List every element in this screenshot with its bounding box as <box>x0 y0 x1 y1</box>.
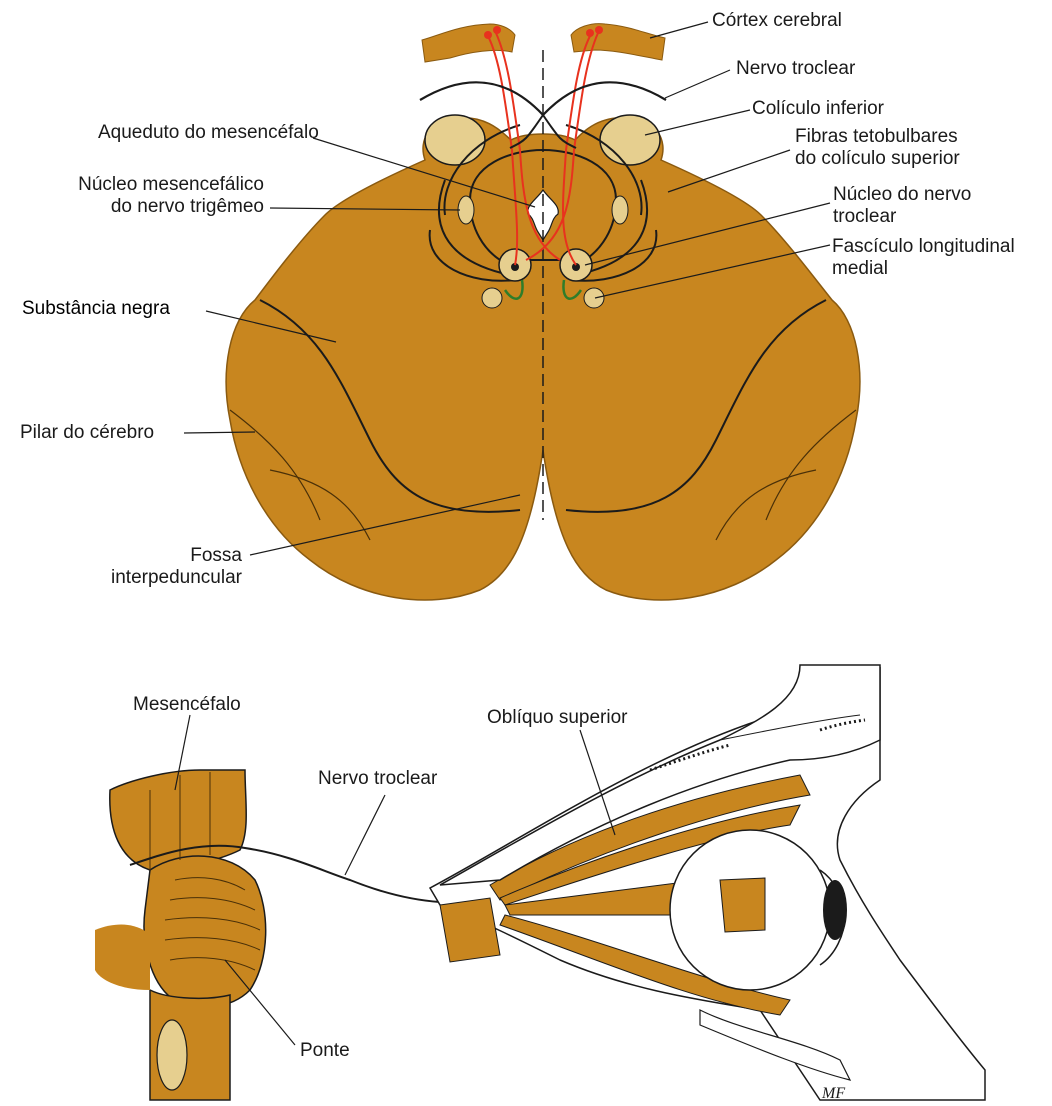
label-mesencefalo: Mesencéfalo <box>133 694 241 716</box>
coliculo-inferior-left <box>425 115 485 165</box>
cornea-iris <box>823 880 847 940</box>
label-coliculo-inferior: Colículo inferior <box>752 98 884 120</box>
nucleo-mesencefalico-right <box>612 196 628 224</box>
label-pilar: Pilar do cérebro <box>20 422 154 444</box>
mesencefalo-shape <box>110 770 246 870</box>
nucleo-mesencefalico-left <box>458 196 474 224</box>
label-substancia-negra: Substância negra <box>22 298 170 320</box>
label-troclear-bottom: Nervo troclear <box>318 768 437 790</box>
label-troclear-top: Nervo troclear <box>736 58 855 80</box>
signature: MF <box>821 1085 845 1102</box>
label-cortex: Córtex cerebral <box>712 10 842 32</box>
fasciculo-longitudinal-right <box>584 288 604 308</box>
side-view <box>95 665 985 1100</box>
label-aqueduto: Aqueduto do mesencéfalo <box>98 122 319 144</box>
fasciculo-longitudinal-left <box>482 288 502 308</box>
label-ponte: Ponte <box>300 1040 350 1062</box>
cortex-strip-left <box>422 24 515 62</box>
cortex-strip-right <box>571 24 665 60</box>
coliculo-inferior-right <box>600 115 660 165</box>
ponte-shape <box>144 856 266 1007</box>
label-obliquo: Oblíquo superior <box>487 707 627 729</box>
